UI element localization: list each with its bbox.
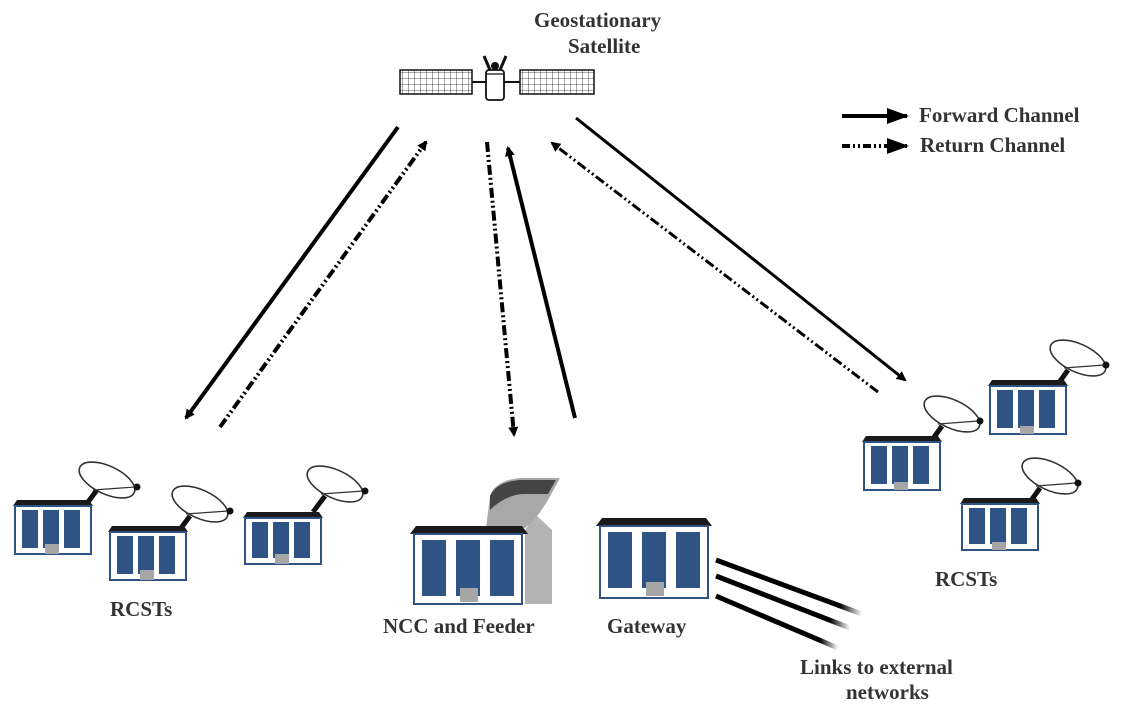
links: [184, 116, 907, 437]
return-link-ncc: [485, 141, 519, 437]
rcst-terminal: [243, 465, 369, 565]
legend-return-label: Return Channel: [920, 133, 1066, 157]
building-icon: [13, 500, 93, 555]
left-rcsts-label: RCSTs: [110, 597, 173, 621]
ncc-feeder-station: [410, 478, 560, 605]
return-link-left: [218, 140, 428, 429]
return-link-right: [550, 141, 879, 394]
dish-icon: [306, 465, 369, 514]
forward-link-left: [184, 125, 400, 420]
building-icon: [410, 526, 528, 605]
rcst-terminal: [988, 339, 1110, 435]
rcst-terminal: [960, 457, 1082, 551]
satellite-label-line1: Geostationary: [534, 8, 662, 32]
dish-icon: [1021, 457, 1082, 504]
feeder-dish-icon: [486, 478, 560, 604]
rcst-terminal: [13, 461, 141, 555]
building-icon: [108, 526, 188, 581]
satellite-label-line2: Satellite: [568, 34, 641, 58]
external-network-links: [715, 557, 863, 651]
rcst-terminal: [862, 395, 984, 491]
building-icon: [988, 380, 1068, 435]
building-icon: [862, 436, 942, 491]
building-icon: [960, 498, 1040, 551]
gateway-station: [596, 518, 863, 651]
forward-link-ncc: [505, 146, 577, 419]
dish-icon: [1049, 339, 1110, 386]
gateway-label: Gateway: [607, 614, 687, 638]
dish-icon: [78, 461, 141, 508]
building-icon: [596, 518, 712, 599]
rcst-terminal: [108, 485, 234, 581]
forward-link-right: [575, 116, 907, 382]
satellite-icon: [399, 55, 595, 101]
legend-forward-label: Forward Channel: [919, 103, 1080, 127]
legend: [842, 108, 909, 154]
ncc-label: NCC and Feeder: [383, 614, 535, 638]
external-links-label-line2: networks: [846, 680, 929, 704]
dish-icon: [171, 485, 234, 534]
external-links-label-line1: Links to external: [800, 655, 953, 679]
dish-icon: [923, 395, 984, 442]
right-rcsts-label: RCSTs: [935, 567, 998, 591]
building-icon: [243, 512, 323, 565]
